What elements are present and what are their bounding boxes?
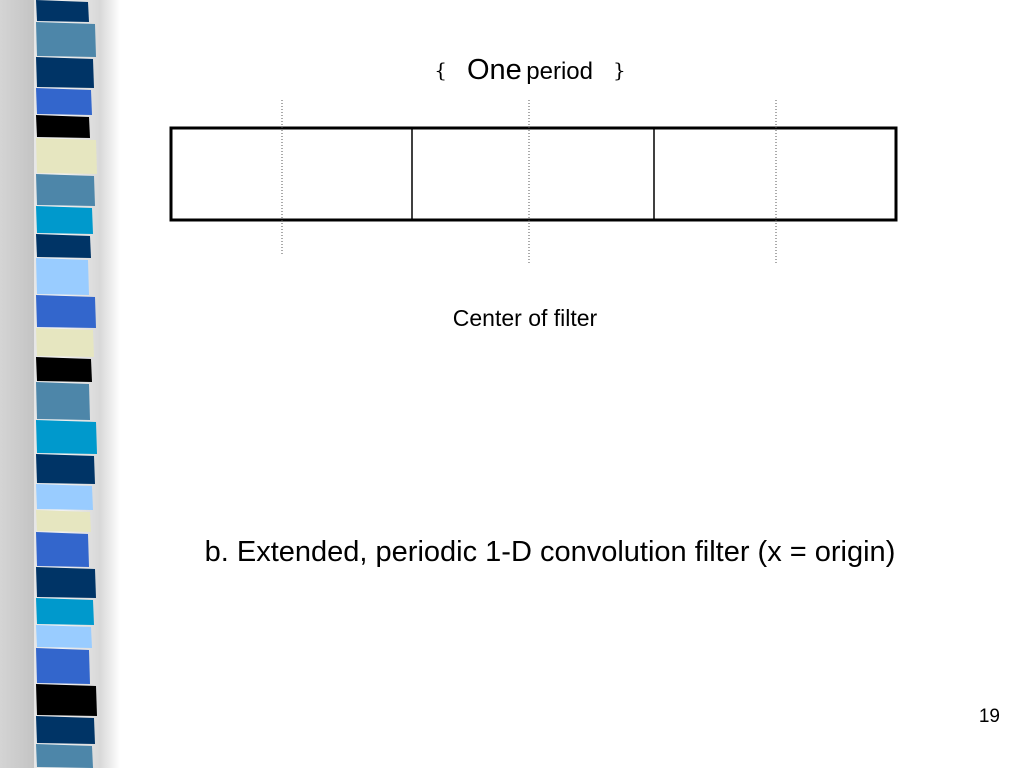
close-brace: } bbox=[613, 58, 626, 82]
slide-caption: b. Extended, periodic 1-D convolution fi… bbox=[204, 536, 896, 568]
strip-segment bbox=[36, 357, 92, 382]
title-word-one: One bbox=[467, 54, 522, 86]
title-word-period: period bbox=[526, 58, 593, 85]
strip-segment bbox=[36, 420, 97, 454]
strip-segment bbox=[36, 716, 95, 744]
strip-segment bbox=[36, 174, 95, 206]
strip-segment bbox=[36, 328, 94, 357]
decorative-sidebar bbox=[0, 0, 120, 768]
strip-segment bbox=[36, 484, 93, 510]
filter-diagram bbox=[169, 100, 898, 263]
page-number: 19 bbox=[978, 706, 1000, 727]
strip-segment bbox=[36, 22, 96, 57]
striped-strip-graphic bbox=[36, 0, 97, 768]
strip-segment bbox=[36, 115, 90, 138]
strip-segment bbox=[36, 625, 92, 648]
strip-segment bbox=[36, 382, 90, 420]
strip-segment bbox=[36, 598, 94, 625]
strip-segment bbox=[36, 258, 89, 295]
strip-segment bbox=[36, 295, 96, 328]
center-of-filter-label: Center of filter bbox=[452, 305, 598, 331]
strip-segment bbox=[36, 138, 97, 174]
strip-segment bbox=[36, 684, 97, 716]
strip-segment bbox=[36, 234, 91, 258]
filter-outer-box bbox=[169, 126, 898, 222]
strip-segment bbox=[36, 510, 91, 532]
strip-segment bbox=[36, 567, 96, 598]
strip-segment bbox=[36, 648, 90, 684]
strip-segment bbox=[36, 0, 89, 22]
strip-segment bbox=[36, 744, 93, 768]
strip-segment bbox=[36, 57, 94, 88]
period-title: { One period} bbox=[300, 54, 760, 87]
strip-segment bbox=[36, 206, 93, 234]
strip-segment bbox=[36, 532, 89, 567]
open-brace: { bbox=[434, 58, 447, 82]
strip-segment bbox=[36, 88, 92, 115]
strip-segment bbox=[36, 454, 95, 484]
